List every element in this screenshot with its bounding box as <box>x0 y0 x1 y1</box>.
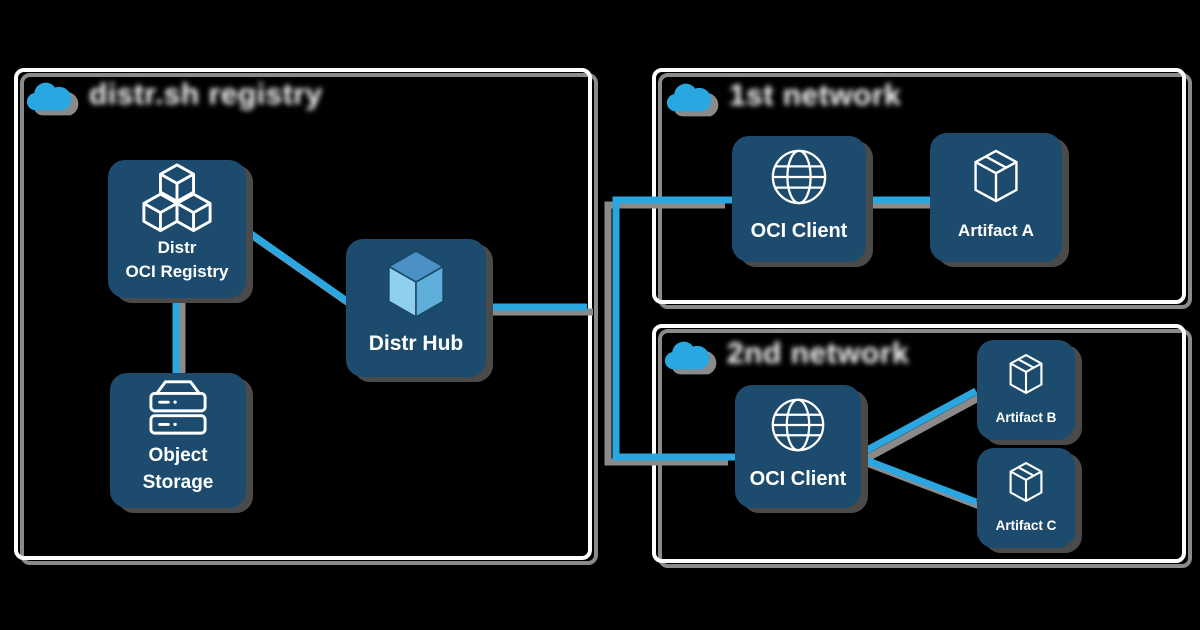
cloud-icon <box>26 82 72 111</box>
zone-header-distr: distr.sh registry <box>26 78 323 112</box>
cube-3d-icon <box>346 239 486 329</box>
node-artifact-a: Artifact A <box>930 133 1062 262</box>
region-network-1 <box>652 68 1186 304</box>
zone-header-network-2: 2nd network <box>664 337 909 371</box>
server-storage-icon <box>110 373 246 442</box>
node-oci-client-1: OCI Client <box>732 136 866 262</box>
globe-icon <box>735 385 861 465</box>
node-label: Artifact A <box>958 221 1034 241</box>
cubes-icon <box>108 160 246 236</box>
node-artifact-c: Artifact C <box>977 448 1075 548</box>
zone-label-network-2: 2nd network <box>727 337 910 370</box>
node-label: Artifact C <box>995 518 1057 534</box>
node-distr-hub: Distr Hub <box>346 239 486 377</box>
node-distr-oci-registry: Distr OCI Registry <box>108 160 246 298</box>
node-object-storage: Object Storage <box>110 373 246 508</box>
package-icon <box>977 448 1075 516</box>
cloud-icon <box>664 341 710 370</box>
zone-label-distr: distr.sh registry <box>89 78 323 111</box>
node-label: Distr Hub <box>368 331 464 355</box>
node-label: OCI Client <box>750 220 848 242</box>
zone-header-network-1: 1st network <box>666 79 901 113</box>
cloud-icon <box>666 83 712 112</box>
zone-label-network-1: 1st network <box>729 79 902 112</box>
package-icon <box>977 340 1075 408</box>
node-label: OCI Client <box>749 468 847 490</box>
globe-icon <box>732 136 866 217</box>
region-distr-registry <box>14 68 592 560</box>
node-label: Distr OCI Registry <box>125 237 229 282</box>
package-icon <box>930 133 1062 219</box>
node-label: Artifact B <box>995 410 1057 426</box>
node-label: Object Storage <box>142 444 214 494</box>
node-oci-client-2: OCI Client <box>735 385 861 508</box>
node-artifact-b: Artifact B <box>977 340 1075 440</box>
